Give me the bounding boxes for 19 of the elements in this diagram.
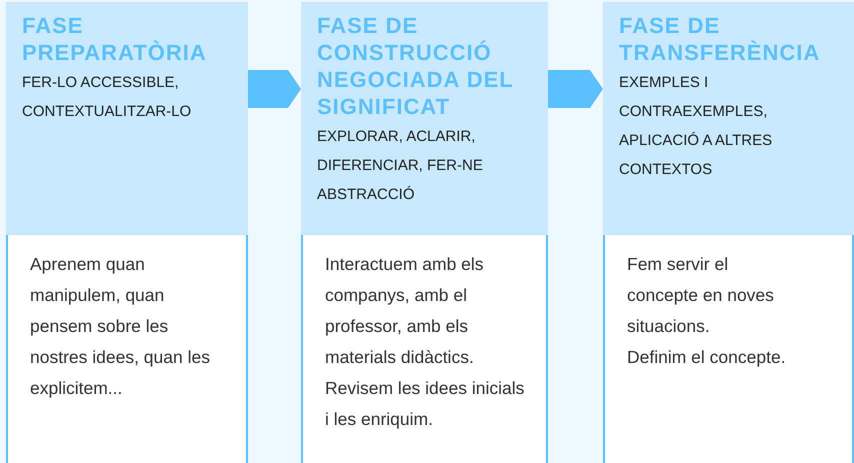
phase-description-panel bbox=[301, 235, 548, 463]
phase-header-panel bbox=[603, 2, 854, 235]
phase-subtitle: EXPLORAR, ACLARIR, DIFERENCIAR, FER-NE ABSTRACCIÓ bbox=[317, 127, 484, 205]
phase-subtitle: FER-LO ACCESSIBLE, CONTEXTUALITZAR-LO bbox=[22, 73, 192, 122]
phase-header-panel bbox=[301, 2, 548, 235]
phase-description: Definim el concepte. bbox=[627, 346, 787, 369]
phase-description-panel bbox=[603, 235, 854, 463]
phase-description-panel bbox=[6, 235, 248, 463]
arrow bbox=[248, 70, 301, 108]
phase-title: FASE DE TRANSFERÈNCIA bbox=[619, 12, 822, 66]
phase-description: Aprenem quan manipulem, quan pensem sobre les nostres idees, quan les explicitem... bbox=[30, 253, 211, 400]
phase-description: Interactuem amb els companys, amb el professor, amb els materials didàctics. bbox=[325, 253, 485, 369]
phase-header-panel bbox=[6, 2, 248, 235]
phase-description: Revisem les idees inicials i les enriquim. bbox=[325, 377, 526, 431]
phase-subtitle: EXEMPLES I CONTRAEXEMPLES, APLICACIÓ A ALTRES CONTEXTOS bbox=[619, 73, 774, 180]
phase-description: Fem servir el concepte en noves situacions. bbox=[627, 253, 775, 338]
phase-title: FASE PREPARATÒRIA bbox=[22, 12, 208, 66]
arrow bbox=[548, 70, 603, 108]
phase-title: FASE DE CONSTRUCCIÓ NEGOCIADA DEL SIGNIFICAT bbox=[317, 12, 514, 120]
